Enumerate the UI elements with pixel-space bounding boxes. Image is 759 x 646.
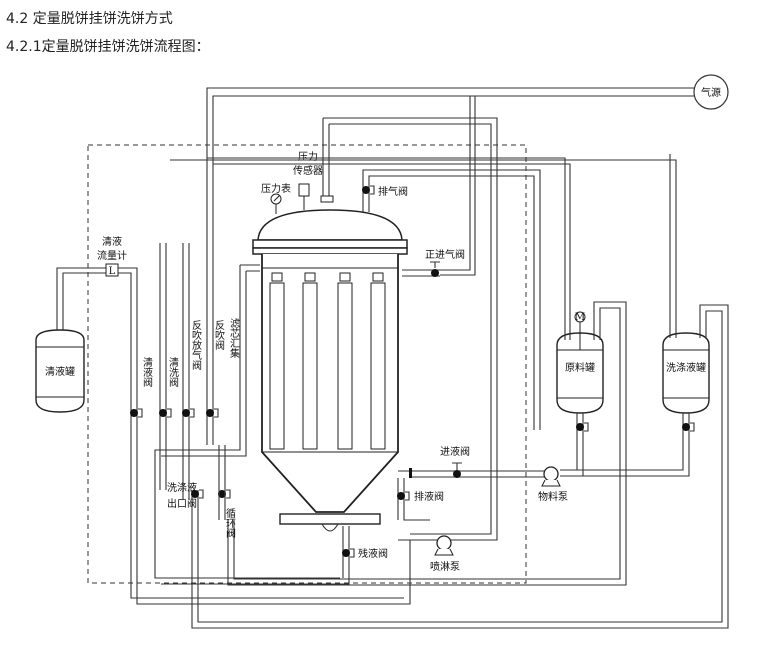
blowback-lower [206, 430, 214, 445]
svg-text:M: M [575, 312, 585, 323]
material-pump[interactable]: 物料泵 [538, 466, 568, 503]
section-subheading: 4.2.1定量脱饼挂饼洗饼流程图： [6, 39, 210, 55]
air-source: 气源 [693, 74, 729, 110]
clear-flowmeter: L 清液 流量计 [97, 235, 127, 277]
circulation-valve-label: 循环阀 [224, 507, 236, 539]
feed-valve[interactable]: 进液阀 [440, 445, 470, 478]
blowback-valve-label: 反吹阀 [213, 320, 225, 351]
washing-tank-return [170, 154, 677, 338]
washing-tank-outlet-valve[interactable] [682, 422, 695, 432]
pressure-sensor: 压力 传感器 [293, 150, 323, 210]
wash-outlet-pipe [159, 445, 190, 500]
pressure-gauge: 压力表 [261, 182, 291, 214]
flowmeter-symbol: L [109, 266, 116, 277]
drain-valve[interactable]: 排液阀 [397, 490, 444, 503]
air-to-positive-valve [440, 96, 476, 276]
equipment-boundary [87, 144, 527, 584]
raw-tank-top-pipe [227, 301, 627, 586]
clear-valve-label: 清液阀 [141, 356, 153, 388]
drain-line [397, 478, 430, 541]
clear-valve[interactable]: 清液阀 [130, 356, 153, 418]
residue-line [161, 526, 350, 585]
pressure-sensor-label-2: 传感器 [293, 164, 323, 177]
washing-tank: 洗涤液罐 [662, 332, 710, 414]
vent-line-2 [329, 123, 492, 535]
clear-flowmeter-label-2: 流量计 [97, 249, 127, 262]
vent-valve-label: 排气阀 [378, 185, 408, 198]
air-main-pipe [206, 87, 694, 430]
pressure-sensor-label-1: 压力 [298, 150, 318, 163]
filter-manifold-label: 滤芯汇集 [228, 317, 240, 359]
washing-tank-outlet [560, 413, 690, 477]
blowback-vent-valve[interactable]: 反吹放气阀 [182, 320, 202, 418]
positive-air-valve-label: 正进气阀 [425, 248, 465, 261]
washing-tank-top-pipe [191, 304, 729, 629]
wash-outlet-valve-label-1: 洗涤液 [167, 481, 197, 494]
material-pump-label: 物料泵 [538, 490, 568, 503]
clear-tank-label: 清液罐 [45, 365, 75, 378]
circulation-pipe [218, 445, 226, 520]
washing-tank-label: 洗涤液罐 [666, 361, 706, 374]
filter-element [337, 272, 353, 450]
circulation-valve[interactable]: 循环阀 [218, 489, 236, 539]
raw-tank-vent-left [207, 157, 571, 340]
blowback-vent-valve-label: 反吹放气阀 [190, 320, 202, 371]
clear-tank-inlet-2 [62, 272, 132, 418]
feed-line [398, 470, 544, 478]
wash-valve[interactable]: 清洗阀 [159, 356, 179, 418]
wash-outlet-valve-label-2: 出口阀 [167, 497, 197, 510]
filter-manifold-line [240, 264, 260, 272]
air-main-pipe-2 [212, 95, 694, 430]
bottom-left-return [130, 445, 411, 605]
clear-flowmeter-label-1: 清液 [102, 235, 122, 248]
positive-air-valve[interactable]: 正进气阀 [425, 248, 465, 277]
spray-pump[interactable]: 喷淋泵 [430, 535, 460, 573]
pressure-gauge-label: 压力表 [261, 182, 291, 195]
clear-tank: 清液罐 [35, 329, 85, 413]
vent-valve[interactable]: 排气阀 [362, 185, 408, 198]
section-heading: 4.2 定量脱饼挂饼洗饼方式 [6, 11, 173, 27]
raw-material-tank: 原料罐 M [556, 311, 604, 414]
feed-valve-label: 进液阀 [440, 445, 470, 458]
raw-tank-outlet [570, 413, 584, 477]
clear-valve-lower [130, 418, 138, 445]
wash-valve-label: 清洗阀 [167, 356, 179, 388]
air-source-label: 气源 [701, 86, 721, 99]
residue-valve[interactable]: 残液阀 [342, 547, 388, 560]
air-to-positive-valve-2 [440, 96, 471, 271]
blowback-valve[interactable]: 反吹阀 [206, 320, 225, 418]
residue-valve-label: 残液阀 [358, 547, 388, 560]
drain-valve-label: 排液阀 [414, 490, 444, 503]
filter-element [269, 272, 285, 450]
spray-pump-label: 喷淋泵 [430, 560, 460, 573]
raw-material-tank-label: 原料罐 [565, 361, 595, 374]
raw-tank-outlet-valve[interactable] [576, 422, 589, 432]
filter-vessel [252, 209, 408, 532]
clear-tank-inlet [56, 267, 138, 418]
filter-element [302, 272, 318, 450]
filter-element [370, 272, 386, 450]
